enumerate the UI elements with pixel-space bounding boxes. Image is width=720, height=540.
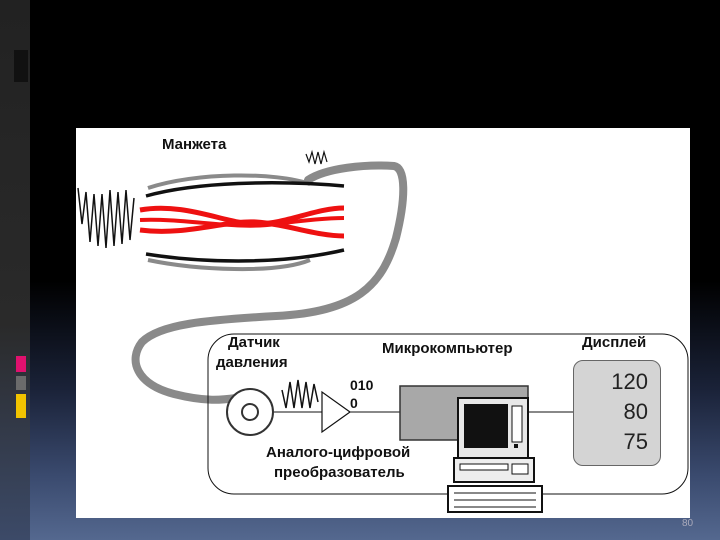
sensor-signal-wave bbox=[281, 379, 319, 409]
sensor-label-line-2: давления bbox=[216, 354, 288, 371]
display-systolic: 120 bbox=[611, 369, 648, 394]
adc-label-line-1: Аналого-цифровой bbox=[266, 444, 411, 461]
page-number: 80 bbox=[682, 518, 694, 529]
blood-pressure-diagram: Манжета Датчик давления Микрокомпьютер Д… bbox=[76, 128, 690, 518]
display-label: Дисплей bbox=[582, 334, 647, 351]
display-screen: 120 80 75 bbox=[573, 360, 661, 466]
pressure-sensor-inner bbox=[241, 403, 259, 421]
display-diastolic: 80 bbox=[623, 399, 648, 424]
sensor-label-line-1: Датчик bbox=[228, 334, 280, 351]
adc-label-line-2: преобразователь bbox=[274, 464, 405, 481]
cuff-red-strand-3 bbox=[139, 219, 345, 239]
adc-triangle bbox=[321, 390, 352, 434]
left-decor-strip bbox=[0, 0, 30, 540]
accent-pink bbox=[16, 356, 26, 372]
diagram-drawing bbox=[77, 149, 689, 513]
microcomputer-label: Микрокомпьютер bbox=[382, 340, 513, 357]
cuff-outline-top bbox=[147, 173, 311, 190]
cuff-band-top bbox=[145, 181, 345, 198]
air-tube bbox=[131, 161, 408, 404]
pressure-waveform bbox=[77, 187, 135, 249]
computer-icon bbox=[447, 397, 543, 513]
small-waveform bbox=[305, 149, 328, 165]
accent-yellow bbox=[16, 394, 26, 418]
accent-block-top bbox=[14, 50, 28, 82]
display-pulse: 75 bbox=[623, 429, 648, 454]
accent-gray bbox=[16, 376, 26, 390]
cuff-band-bottom bbox=[145, 248, 345, 263]
cuff-label: Манжета bbox=[162, 136, 227, 153]
digital-code-line-1: 010 bbox=[350, 377, 374, 393]
cuff-outline-bottom bbox=[147, 258, 311, 272]
digital-code-line-2: 0 bbox=[350, 395, 358, 411]
